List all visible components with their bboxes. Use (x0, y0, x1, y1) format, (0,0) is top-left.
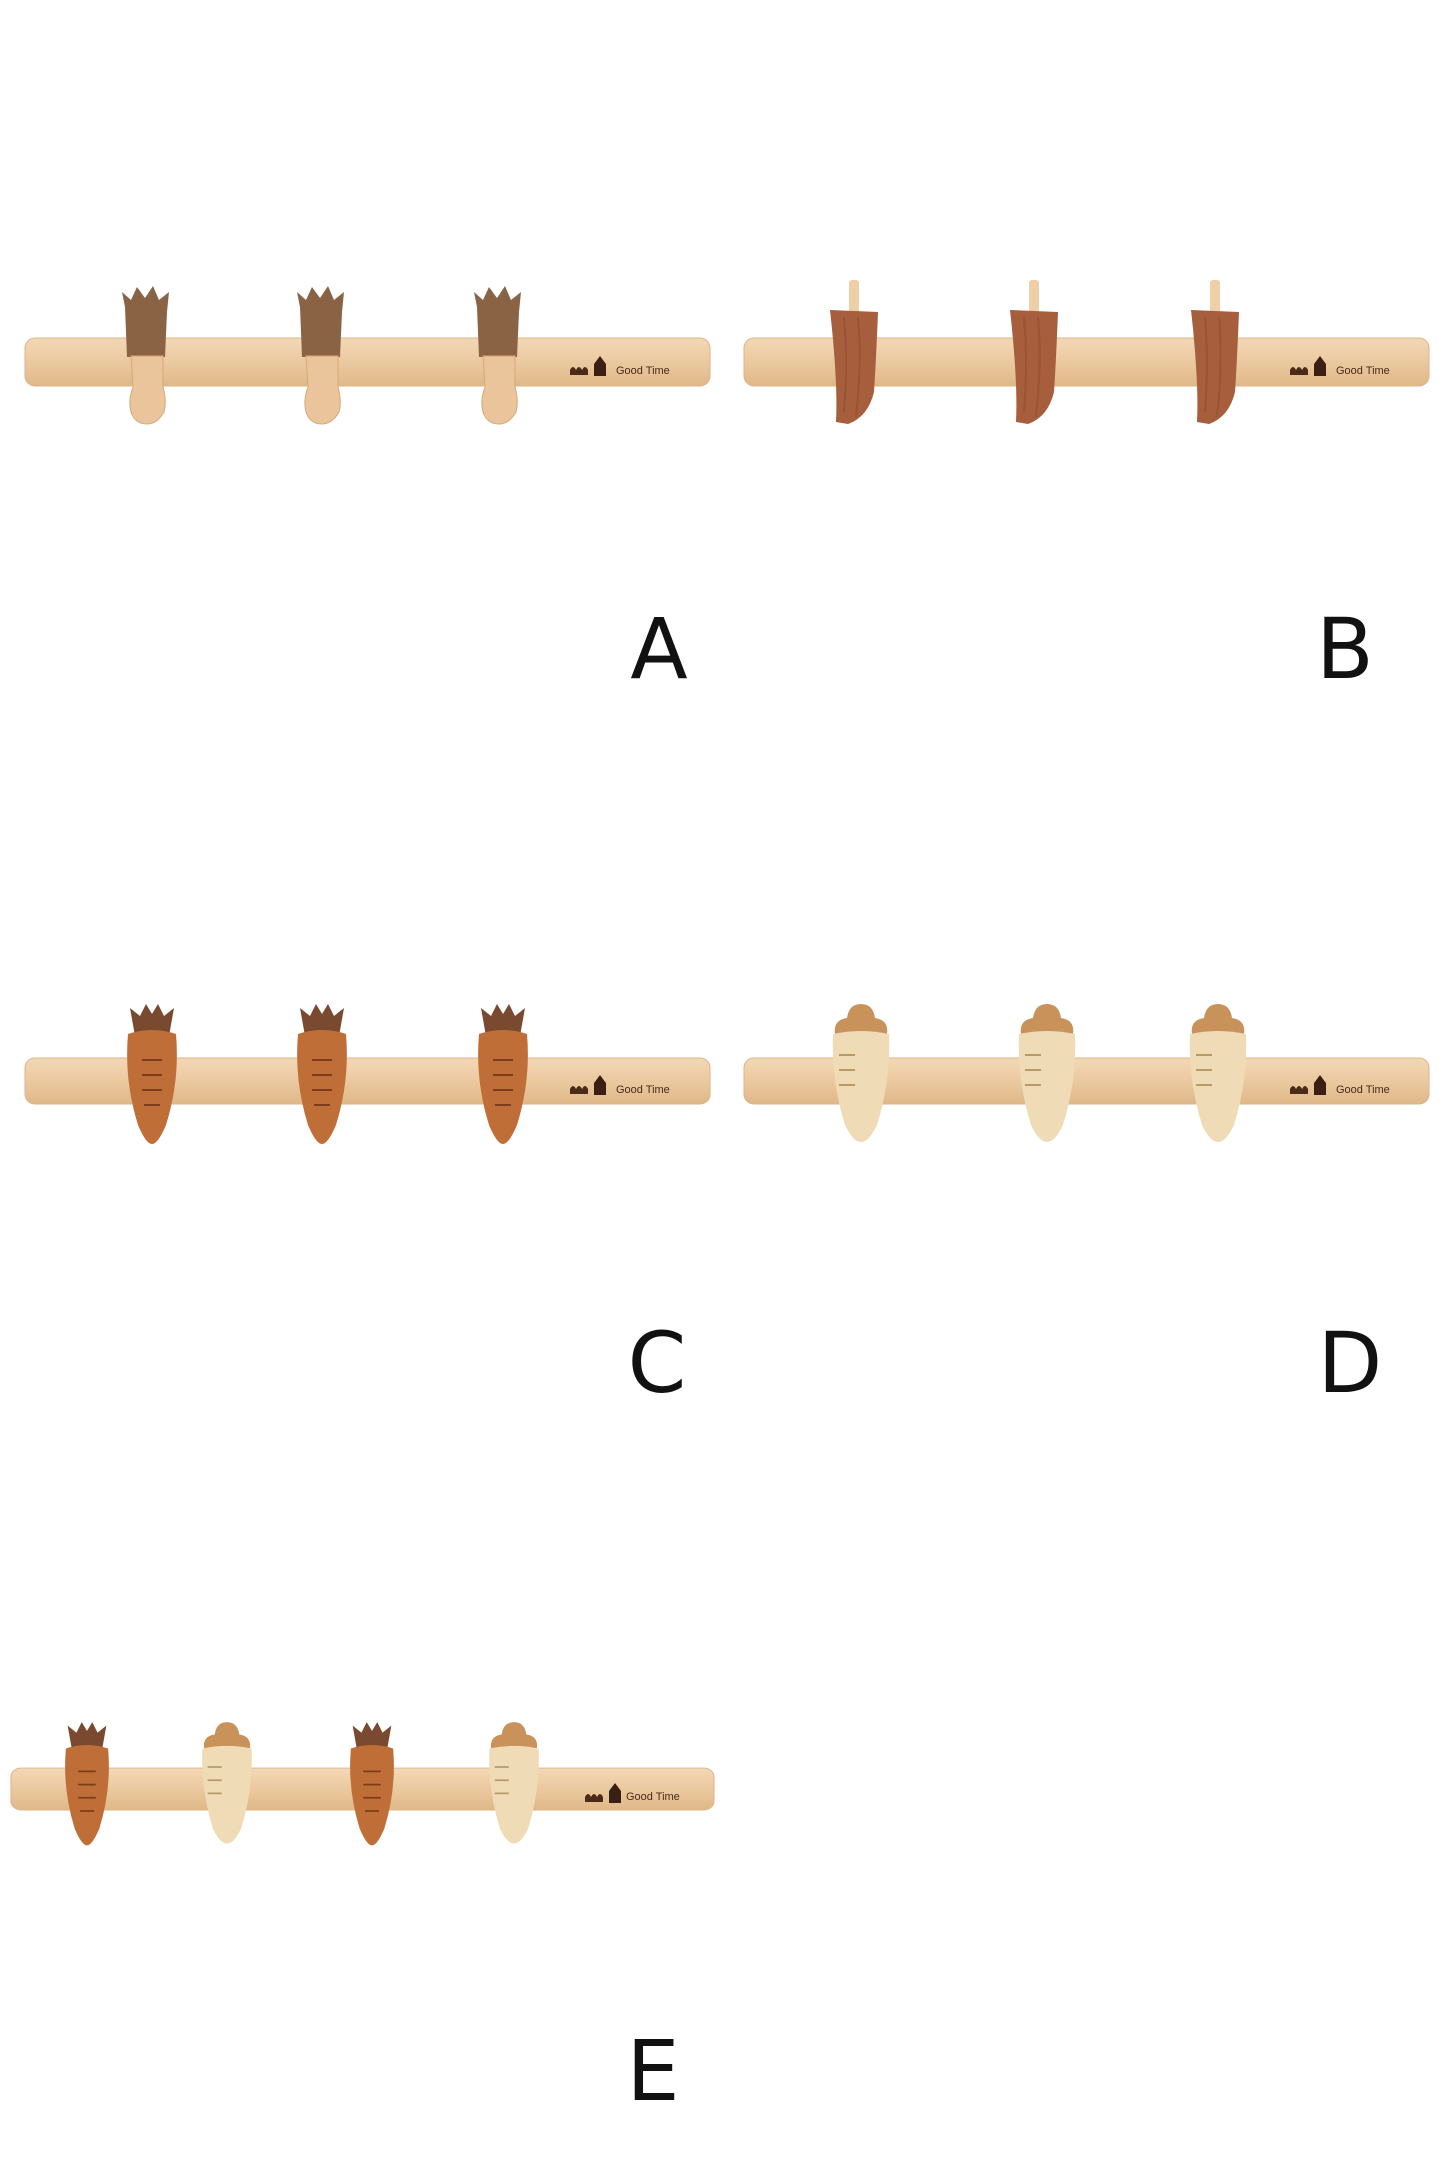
brand-text: Good Time (1336, 1084, 1390, 1096)
option-label: A (630, 600, 687, 698)
option-a-panel: Good Time A (24, 285, 711, 698)
carrot-hook (64, 1721, 110, 1847)
knife-hook (1190, 279, 1240, 425)
carrot-hook (349, 1721, 395, 1847)
radish-hook (488, 1721, 540, 1845)
option-b-panel: Good Time B (743, 279, 1430, 698)
option-c-panel: Good Time C (24, 1003, 711, 1412)
option-e-panel: Good Time E (10, 1721, 715, 2120)
carrot-hook (477, 1003, 529, 1145)
option-label: D (1318, 1314, 1383, 1412)
option-d-panel: Good Time D (743, 1003, 1430, 1412)
knife-hook (1009, 279, 1059, 425)
radish-hook (201, 1721, 253, 1845)
radish-hook (1188, 1003, 1248, 1143)
carrot-hook (296, 1003, 348, 1145)
leaf-hook (121, 285, 170, 425)
brand-text: Good Time (616, 365, 670, 377)
brand-text: Good Time (616, 1084, 670, 1096)
leaf-hook (473, 285, 522, 425)
radish-hook (831, 1003, 891, 1143)
option-label: B (1316, 600, 1374, 698)
radish-hook (1017, 1003, 1077, 1143)
option-label: C (628, 1314, 687, 1412)
knife-hook (829, 279, 879, 425)
leaf-hook (296, 285, 345, 425)
brand-text: Good Time (626, 1791, 680, 1803)
brand-text: Good Time (1336, 365, 1390, 377)
option-label: E (626, 2022, 679, 2120)
carrot-hook (126, 1003, 178, 1145)
